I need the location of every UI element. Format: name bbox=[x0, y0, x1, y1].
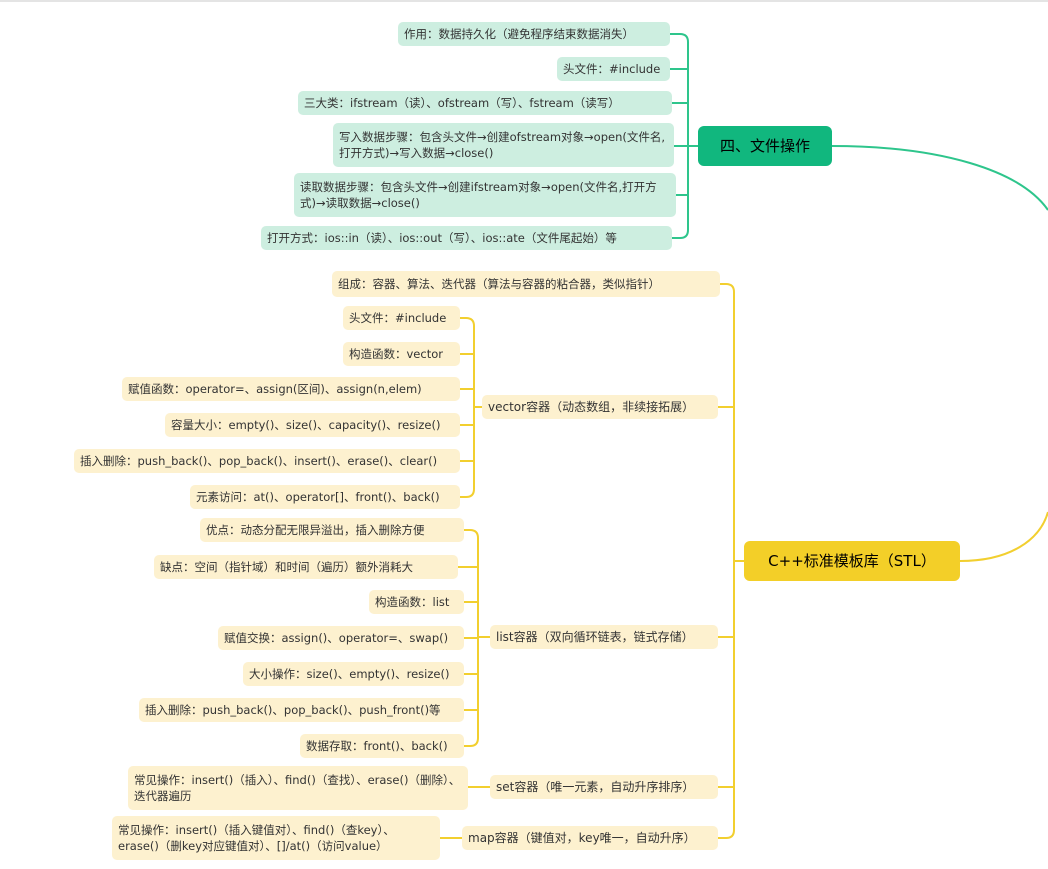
list-item-constructor[interactable]: 构造函数：list bbox=[369, 590, 464, 614]
vector-item-access[interactable]: 元素访问：at()、operator[]、front()、back() bbox=[190, 485, 460, 509]
list-item-cons[interactable]: 缺点：空间（指针域）和时间（遍历）额外消耗大 bbox=[154, 555, 458, 579]
file-ops-item-open-modes[interactable]: 打开方式：ios::in（读）、ios::out（写）、ios::ate（文件尾… bbox=[261, 226, 672, 250]
top-border bbox=[0, 0, 1048, 2]
edge-root-stl bbox=[959, 511, 1048, 562]
file-ops-main-node[interactable]: 四、文件操作 bbox=[698, 126, 832, 166]
file-ops-item-write-steps[interactable]: 写入数据步骤：包含头文件→创建ofstream对象→open(文件名,打开方式)… bbox=[333, 123, 674, 167]
list-item-insert-delete[interactable]: 插入删除：push_back()、pop_back()、push_front()… bbox=[139, 698, 464, 722]
vector-item-header[interactable]: 头文件：#include bbox=[343, 306, 460, 330]
edge-root-file bbox=[831, 145, 1048, 211]
edge-vector-stubs bbox=[460, 353, 474, 462]
vector-item-assign[interactable]: 赋值函数：operator=、assign(区间)、assign(n,elem) bbox=[122, 377, 460, 401]
vector-item-insert-delete[interactable]: 插入删除：push_back()、pop_back()、insert()、era… bbox=[74, 449, 460, 473]
list-item-access[interactable]: 数据存取：front()、back() bbox=[300, 734, 464, 758]
vector-item-constructor[interactable]: 构造函数：vector bbox=[343, 342, 460, 366]
file-ops-item-header[interactable]: 头文件：#include bbox=[557, 57, 670, 81]
edge-file-trunk bbox=[670, 33, 698, 239]
file-ops-item-purpose[interactable]: 作用：数据持久化（避免程序结束数据消失） bbox=[398, 22, 670, 46]
file-ops-item-read-steps[interactable]: 读取数据步骤：包含头文件→创建ifstream对象→open(文件名,打开方式)… bbox=[294, 173, 676, 217]
set-item-operations[interactable]: 常见操作：insert()（插入）、find()（查找）、erase()（删除）… bbox=[128, 766, 468, 810]
map-item-operations[interactable]: 常见操作：insert()（插入键值对）、find()（查key）、erase(… bbox=[112, 816, 440, 860]
list-item-size[interactable]: 大小操作：size()、empty()、resize() bbox=[243, 662, 464, 686]
list-item-assign-swap[interactable]: 赋值交换：assign()、operator=、swap() bbox=[218, 626, 464, 650]
edge-stl-stubs bbox=[718, 406, 734, 788]
edge-file-stubs bbox=[670, 68, 688, 196]
stl-composition-node[interactable]: 组成：容器、算法、迭代器（算法与容器的粘合器，类似指针） bbox=[332, 271, 720, 297]
edge-vector-trunk bbox=[460, 317, 482, 498]
list-container-node[interactable]: list容器（双向循环链表，链式存储） bbox=[490, 625, 718, 649]
edge-list-stubs bbox=[458, 566, 478, 711]
stl-main-node[interactable]: C++标准模板库（STL） bbox=[744, 541, 960, 581]
vector-container-node[interactable]: vector容器（动态数组，非续接拓展） bbox=[482, 395, 718, 419]
set-container-node[interactable]: set容器（唯一元素，自动升序排序） bbox=[490, 775, 718, 799]
map-container-node[interactable]: map容器（键值对，key唯一，自动升序） bbox=[462, 826, 718, 850]
file-ops-item-classes[interactable]: 三大类：ifstream（读）、ofstream（写）、fstream（读写） bbox=[298, 91, 672, 115]
edge-stl-trunk bbox=[718, 283, 744, 839]
vector-item-capacity[interactable]: 容量大小：empty()、size()、capacity()、resize() bbox=[165, 413, 460, 437]
list-item-pros[interactable]: 优点：动态分配无限异溢出，插入删除方便 bbox=[200, 518, 464, 542]
